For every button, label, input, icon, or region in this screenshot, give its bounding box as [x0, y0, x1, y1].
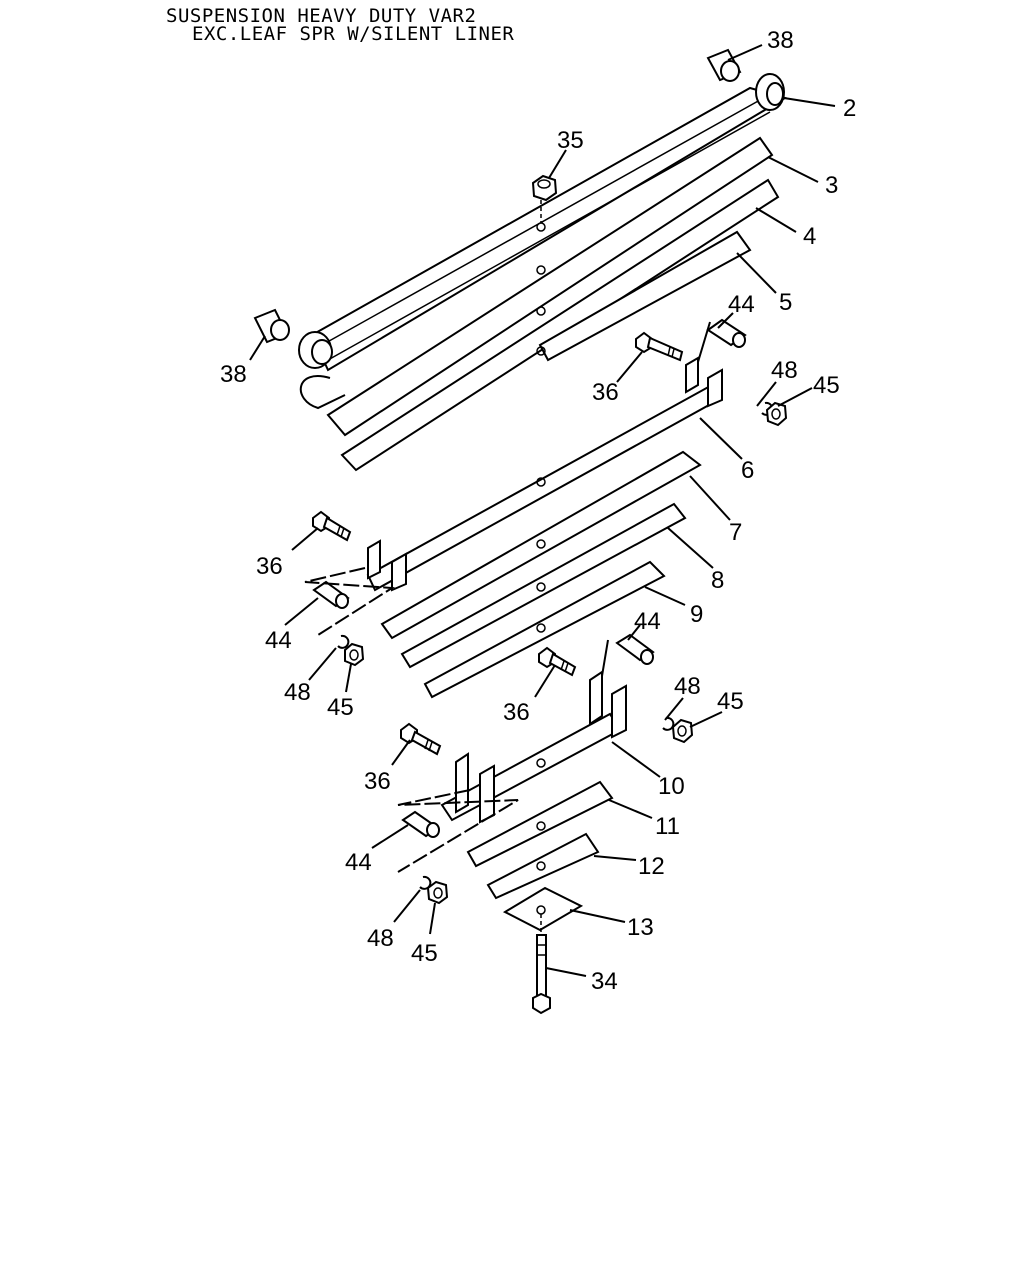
callout-8: 8: [711, 567, 724, 594]
leaf-part-9: [423, 560, 666, 699]
leaf-part-10: [440, 639, 627, 824]
bushing-part-44-lower-left: [397, 789, 519, 873]
callout-6: 6: [741, 457, 754, 484]
callout-9: 9: [690, 601, 703, 628]
washer-part-48-middle: [662, 716, 675, 731]
callout-36-left: 36: [256, 553, 283, 580]
callout-10: 10: [658, 773, 685, 800]
callout-45-lower: 45: [411, 940, 438, 967]
callout-48-lower: 48: [367, 925, 394, 952]
nut-part-45-middle: [671, 718, 694, 744]
callout-44-upper-right: 44: [728, 291, 755, 318]
leaf-part-3: [326, 136, 774, 437]
nut-part-45-lower: [426, 880, 449, 905]
callout-11: 11: [655, 813, 680, 840]
callout-13: 13: [627, 914, 654, 941]
callout-44-lower-left: 44: [345, 849, 372, 876]
bolt-part-36-lower-left: [400, 722, 442, 756]
washer-part-48-left: [337, 634, 350, 649]
callout-34: 34: [591, 968, 618, 995]
callout-45-upper: 45: [813, 372, 840, 399]
callout-35: 35: [557, 127, 584, 154]
callout-5: 5: [779, 289, 792, 316]
nut-part-45-left: [344, 642, 365, 667]
callout-48-upper: 48: [771, 357, 798, 384]
bolt-part-34: [532, 914, 551, 1015]
main-leaf-part-2: [298, 73, 788, 410]
bushing-part-38-left: [253, 308, 290, 344]
nut-part-45-upper: [765, 401, 788, 427]
callout-labels: 38 2 35 3 4 5 38 44 36 48 45 6 7 36 8 44…: [220, 27, 856, 995]
callout-48-middle: 48: [674, 673, 701, 700]
leaf-part-7: [380, 450, 702, 640]
leaf-part-12: [486, 832, 600, 900]
bushing-part-44-upper-right: [706, 318, 747, 348]
leaf-part-11: [466, 780, 614, 868]
callout-44-left: 44: [265, 627, 292, 654]
callout-45-middle: 45: [717, 688, 744, 715]
leaf-part-6: [366, 321, 723, 592]
callout-36-upper-right: 36: [592, 379, 619, 406]
diagram-title-line-1: SUSPENSION HEAVY DUTY VAR2: [166, 5, 477, 27]
bushing-part-44-left: [304, 567, 396, 636]
callout-44-middle-right: 44: [634, 608, 661, 635]
callout-36-lower-left: 36: [364, 768, 391, 795]
callout-36-middle-right: 36: [503, 699, 530, 726]
callout-48-left: 48: [284, 679, 311, 706]
bushing-part-38-top: [706, 48, 742, 82]
nut-part-35: [531, 174, 558, 222]
plate-part-13: [502, 886, 584, 932]
callout-7: 7: [729, 519, 742, 546]
bolt-part-36-middle-right: [538, 646, 577, 677]
leaf-part-8: [400, 502, 687, 669]
bolt-part-36-left: [312, 510, 352, 542]
diagram-title-line-2: EXC.LEAF SPR W/SILENT LINER: [192, 23, 515, 45]
bolt-part-36-upper-right: [635, 331, 684, 362]
bushing-part-44-middle-right: [615, 633, 655, 665]
callout-3: 3: [825, 172, 838, 199]
leader-lines: [249, 44, 836, 977]
callout-45-left: 45: [327, 694, 354, 721]
leaf-part-4: [340, 178, 780, 472]
leaf-part-5: [536, 230, 752, 362]
callout-38-top: 38: [767, 27, 794, 54]
callout-38-left: 38: [220, 361, 247, 388]
callout-2: 2: [843, 95, 856, 122]
callout-12: 12: [638, 853, 665, 880]
washer-part-48-lower: [419, 875, 432, 890]
callout-4: 4: [803, 223, 816, 250]
